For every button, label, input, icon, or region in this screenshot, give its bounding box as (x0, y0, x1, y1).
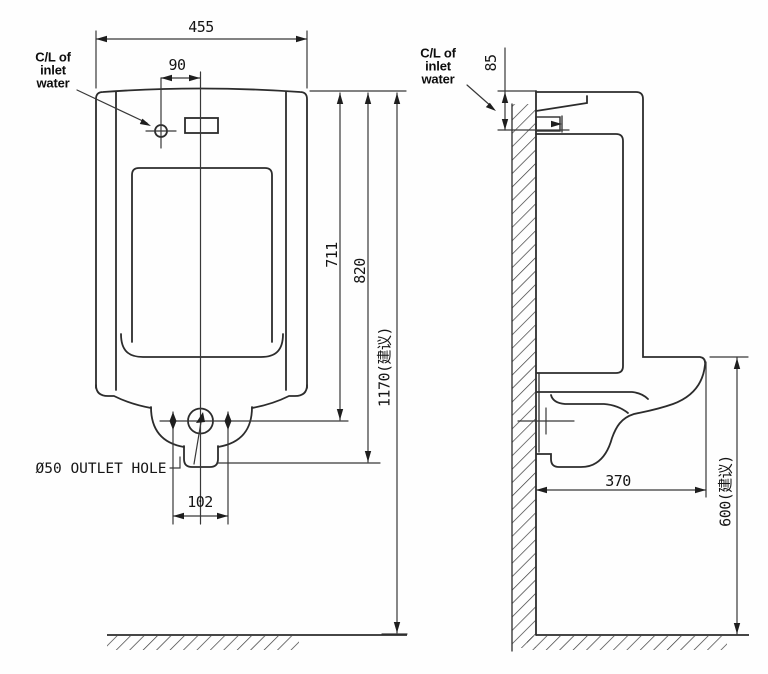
dim-overall-height: 820 (351, 258, 369, 284)
front-bottom-left-corner (95, 384, 152, 409)
side-floor-hatching (527, 636, 727, 650)
wall-and-floor-hatching (512, 104, 749, 650)
side-view-dimension-lines (466, 47, 749, 636)
front-floor (107, 634, 407, 650)
arrow-455-left (96, 35, 107, 43)
arrow-1170-bottom (393, 622, 401, 633)
side-inlet-cl-line2: inlet (425, 58, 451, 74)
side-inlet-cl-line1: C/L of (420, 45, 456, 61)
front-floor-hatching (107, 636, 299, 650)
arrow-85-top (501, 92, 509, 103)
side-top-seam (535, 95, 588, 112)
front-spreader-bottom-channel (120, 333, 284, 358)
arrow-711-top (336, 93, 344, 104)
arrow-1170-top (393, 93, 401, 104)
arrow-90-left (161, 74, 172, 82)
outlet-label-leader (169, 456, 181, 469)
flush-valve-rect (184, 117, 219, 134)
arrow-front-inlet-leader (139, 118, 151, 126)
arrow-outlet-diagonal (196, 412, 205, 423)
side-inner-back-panel (535, 133, 624, 374)
front-view-dimension-lines (76, 30, 408, 635)
arrow-600-bottom (733, 623, 741, 634)
front-inlet-cl-label: C/L of inlet water (35, 49, 71, 91)
arrow-spud (551, 120, 562, 128)
dim-top-to-outlet: 711 (323, 242, 341, 268)
arrow-455-right (296, 35, 307, 43)
arrow-90-right (189, 74, 200, 82)
front-spreader-panel (131, 167, 273, 343)
arrow-370-left (536, 486, 547, 494)
arrow-370-right (695, 486, 706, 494)
arrow-side-inlet-leader (485, 102, 496, 111)
front-trap-right-wing (217, 406, 253, 448)
dim-top-to-inlet: 85 (482, 54, 500, 72)
side-bowl-inner (550, 394, 629, 414)
side-inlet-leader (466, 84, 493, 108)
front-inlet-cl-line3: water (36, 75, 70, 91)
side-inlet-cl-label: C/L of inlet water (420, 45, 456, 87)
side-inlet-cl-line3: water (421, 71, 455, 87)
front-trap-left-wing (150, 406, 185, 448)
diamond-marker-right (224, 412, 232, 430)
wall-hatching (512, 104, 536, 648)
arrow-711-bottom (336, 409, 344, 420)
dim-rim-height: 600(建议) (716, 455, 735, 527)
dim-inlet-offset: 90 (168, 56, 186, 74)
side-view-arrowheads (485, 92, 741, 634)
outlet-hole-label: Ø50 OUTLET HOLE (35, 461, 167, 477)
arrow-820-top (364, 93, 372, 104)
arrow-102-left (173, 512, 184, 520)
front-view-linework (95, 87, 308, 468)
dim-overall-width: 455 (188, 18, 214, 36)
dim-depth: 370 (605, 472, 631, 490)
dim-outlet-width: 102 (187, 493, 213, 511)
side-view-linework (511, 90, 707, 652)
front-view-arrowheads (96, 35, 401, 633)
arrow-85-bottom (501, 119, 509, 130)
front-bottom-right-corner (251, 384, 308, 409)
side-rim-line (536, 391, 649, 400)
side-outer-profile (535, 91, 707, 468)
dim-install-height: 1170(建议) (375, 326, 394, 408)
arrow-820-bottom (364, 451, 372, 462)
diamond-marker-left (169, 412, 177, 430)
front-inlet-cl-line2: inlet (40, 62, 66, 78)
arrow-600-top (733, 358, 741, 369)
front-inlet-cl-line1: C/L of (35, 49, 71, 65)
front-inlet-leader (76, 89, 148, 124)
arrow-102-right (217, 512, 228, 520)
outlet-leader-diagonal (193, 415, 203, 465)
